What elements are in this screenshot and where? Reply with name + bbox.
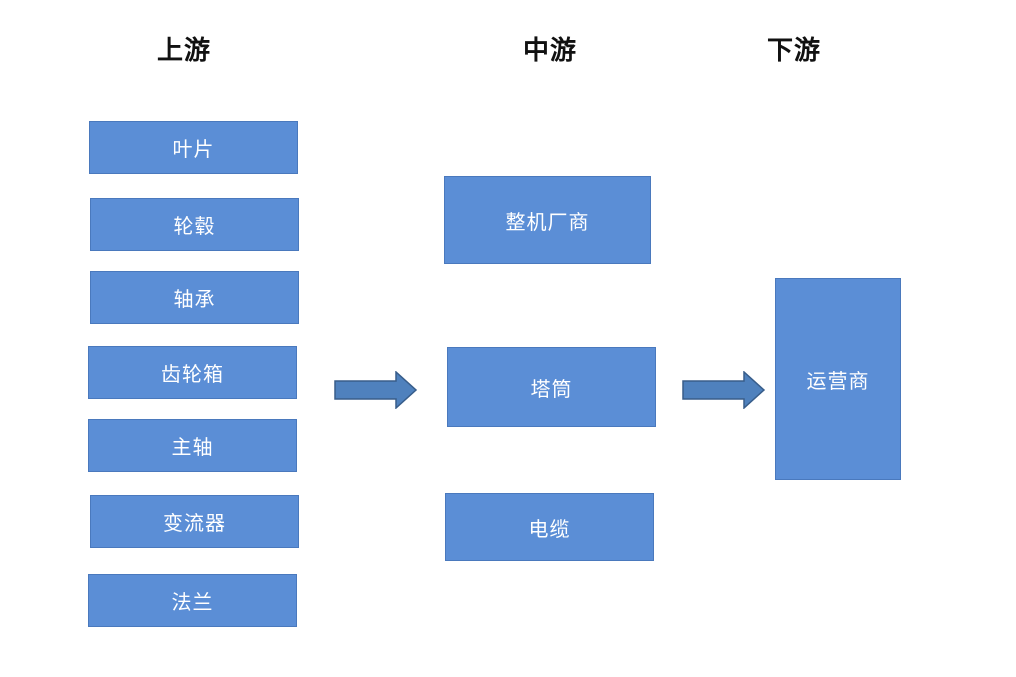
downstream-title: 下游 — [767, 36, 822, 66]
midstream-box-tower: 塔筒 — [447, 347, 656, 427]
upstream-box-flange: 法兰 — [88, 574, 297, 627]
upstream-box-gearbox: 齿轮箱 — [88, 346, 297, 399]
midstream-box-cable: 电缆 — [445, 493, 654, 561]
downstream-box-operator: 运营商 — [775, 278, 901, 480]
arrow-right-icon — [682, 371, 766, 409]
upstream-box-converter: 变流器 — [90, 495, 299, 548]
upstream-box-main-shaft: 主轴 — [88, 419, 297, 472]
arrow-right-icon — [334, 371, 418, 409]
upstream-box-bearing: 轴承 — [90, 271, 299, 324]
upstream-box-blade: 叶片 — [89, 121, 298, 174]
arrow-midstream-to-downstream — [682, 371, 766, 409]
upstream-box-hub: 轮毂 — [90, 198, 299, 251]
arrow-upstream-to-midstream — [334, 371, 418, 409]
midstream-box-oem: 整机厂商 — [444, 176, 651, 264]
midstream-title: 中游 — [523, 36, 578, 66]
upstream-title: 上游 — [157, 36, 212, 66]
